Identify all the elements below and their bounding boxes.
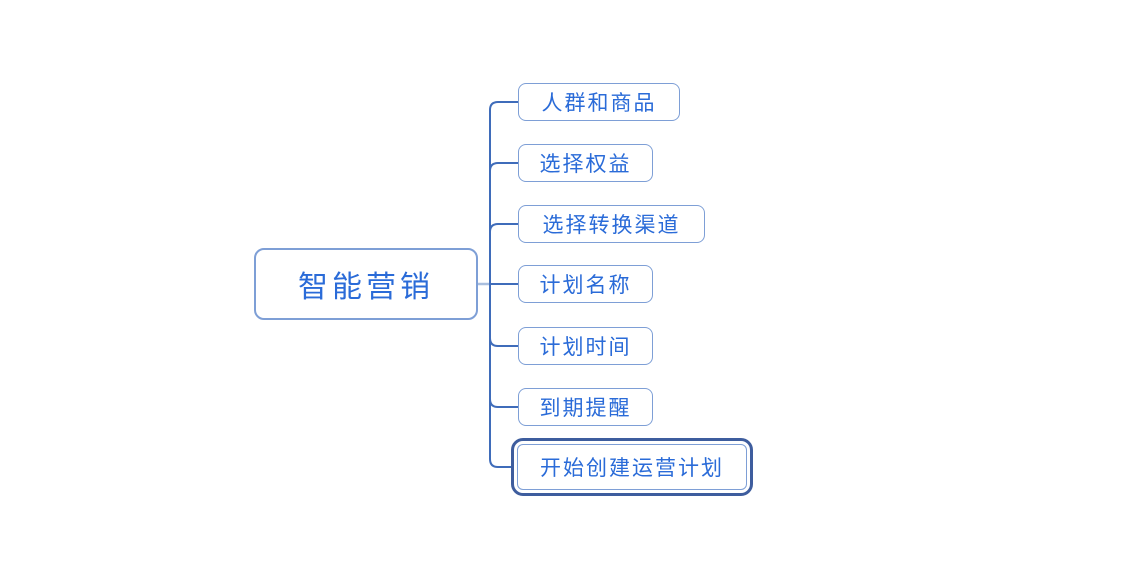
connector-branch-5 xyxy=(489,283,519,347)
node-select-conversion-channel[interactable]: 选择转换渠道 xyxy=(518,205,705,243)
node-start-create-operation-plan[interactable]: 开始创建运营计划 xyxy=(511,438,753,496)
connector-branch-3 xyxy=(489,223,519,285)
connector-branch-7 xyxy=(489,283,512,468)
connector-branch-2 xyxy=(489,162,519,285)
node-plan-time[interactable]: 计划时间 xyxy=(518,327,653,365)
node-audience-and-products[interactable]: 人群和商品 xyxy=(518,83,680,121)
connector-branch-1 xyxy=(489,101,519,285)
root-node-smart-marketing[interactable]: 智能营销 xyxy=(254,248,478,320)
node-expiry-reminder[interactable]: 到期提醒 xyxy=(518,388,653,426)
connector-branch-6 xyxy=(489,283,519,408)
node-select-benefits[interactable]: 选择权益 xyxy=(518,144,653,182)
node-plan-name[interactable]: 计划名称 xyxy=(518,265,653,303)
